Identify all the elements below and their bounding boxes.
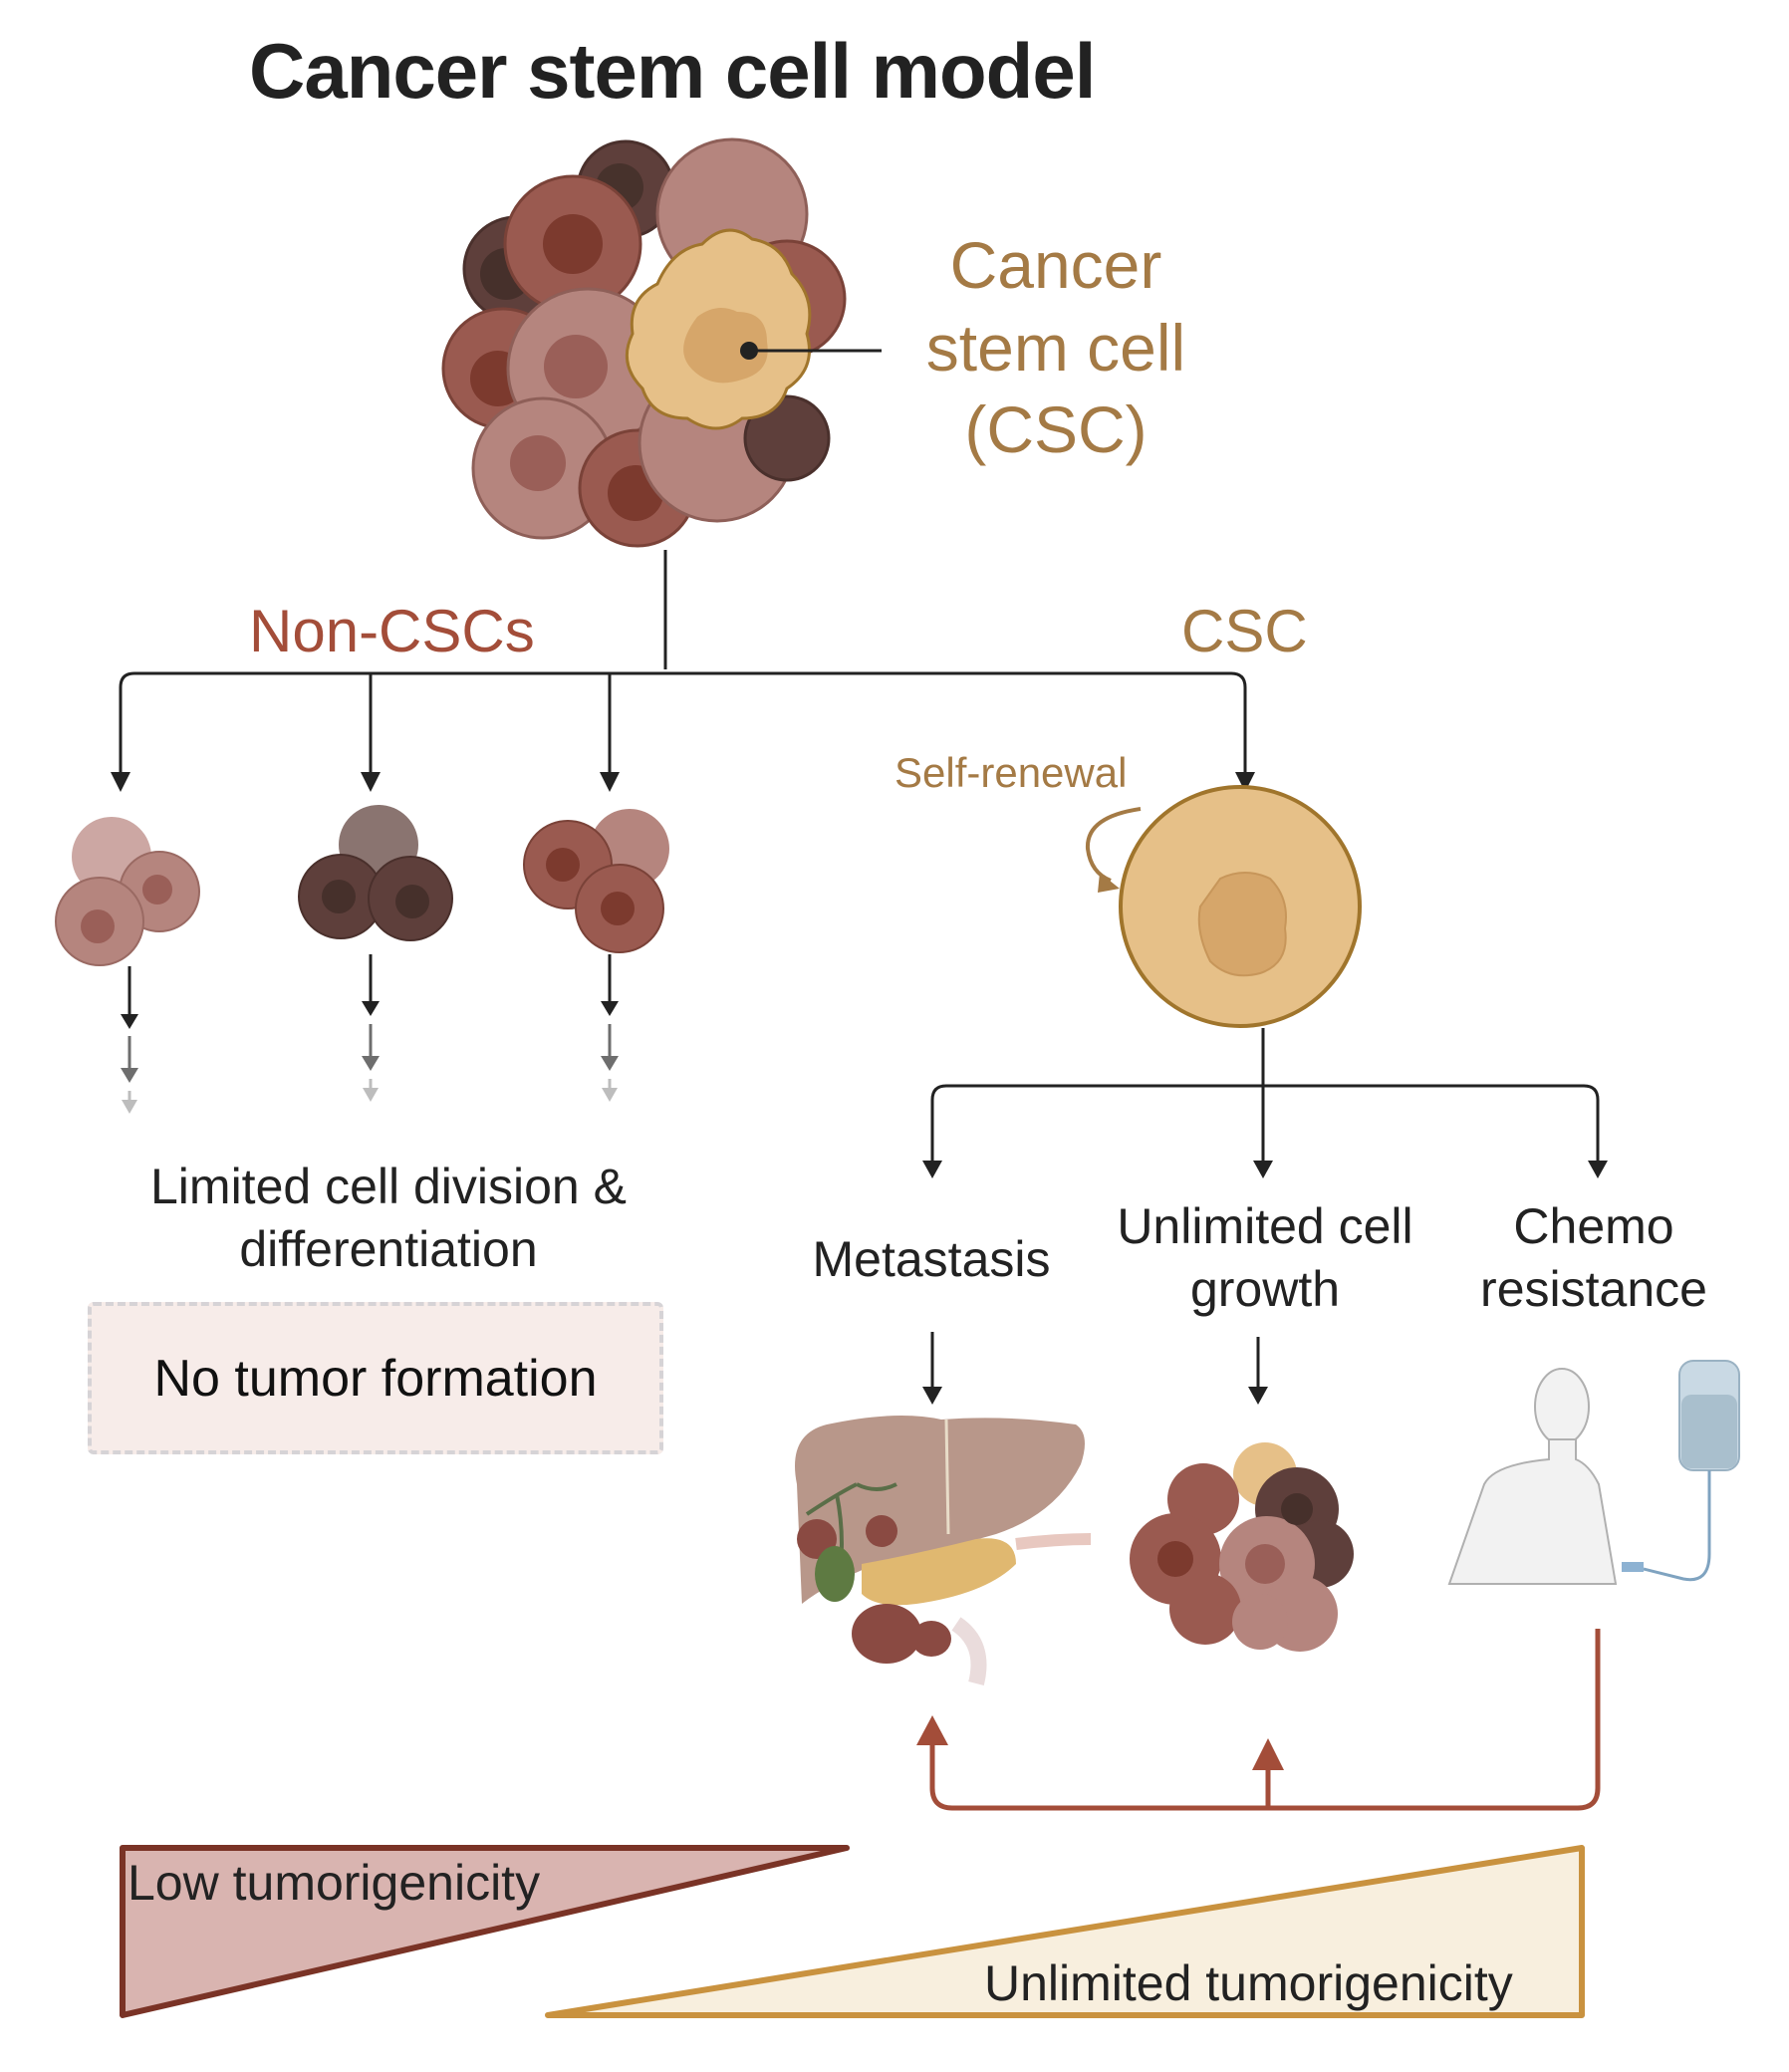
non-csc-branch-label: Non-CSCs: [249, 598, 535, 664]
csc-cell-icon: [1119, 785, 1362, 1028]
branch-lines: [119, 550, 1247, 777]
limited-division-label: Limited cell division & differentiation: [150, 1159, 627, 1277]
tumor-cluster-icon: [1130, 1442, 1354, 1652]
outcome-label-chemo-resistance: Chemo resistance: [1480, 1198, 1707, 1317]
unlimited-tumorigenicity-triangle: [545, 1845, 1585, 2018]
low-tumorigenicity-label: Low tumorigenicity: [128, 1855, 541, 1911]
csc-callout-label: Cancer stem cell (CSC): [925, 228, 1186, 466]
non-csc-cluster-2-icon: [298, 805, 453, 941]
liver-pancreas-organ-icon: [795, 1416, 1092, 1685]
fading-arrows: [121, 954, 619, 1114]
no-tumor-formation-label: No tumor formation: [153, 1349, 598, 1408]
non-csc-cluster-3-icon: [523, 809, 669, 953]
tumor-mass-icon: [441, 137, 882, 548]
csc-branch-label: CSC: [1181, 598, 1308, 664]
low-tumorigenicity-triangle: [120, 1845, 850, 2018]
outcome-label-metastasis: Metastasis: [812, 1231, 1051, 1287]
outcome-branch-lines: [930, 1028, 1600, 1164]
non-csc-cluster-1-icon: [55, 817, 200, 966]
outcome-label-unlimited-growth: Unlimited cell growth: [1117, 1198, 1413, 1317]
no-tumor-formation-box: No tumor formation: [88, 1302, 663, 1454]
self-renewal-label: Self-renewal: [894, 749, 1128, 796]
feedback-loop-arrow: [929, 1629, 1601, 1811]
unlimited-tumorigenicity-label: Unlimited tumorigenicity: [984, 1955, 1513, 2011]
patient-iv-drip-icon: [1447, 1360, 1740, 1585]
page-title: Cancer stem cell model: [249, 27, 1096, 115]
branch-arrowheads: [111, 772, 1255, 792]
